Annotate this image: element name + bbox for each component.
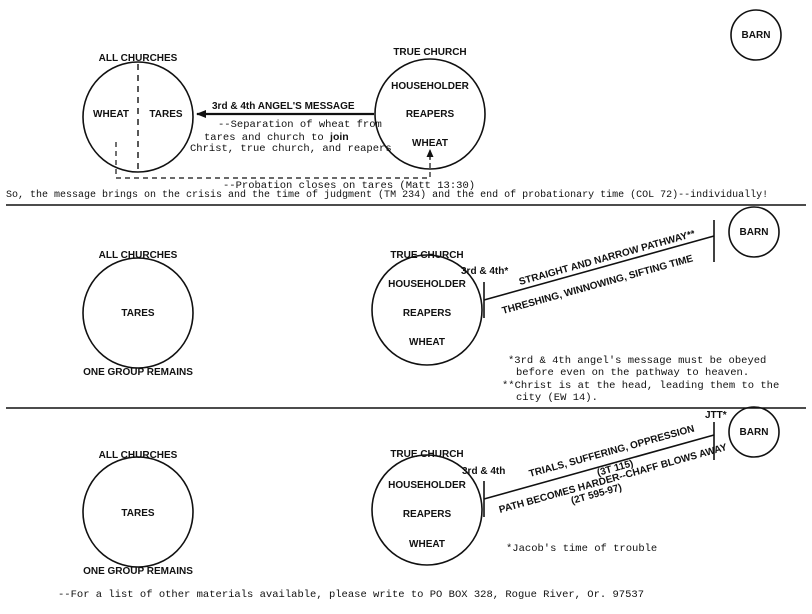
all-churches-label-2: ALL CHURCHES xyxy=(98,250,178,261)
reapers-label-1: REAPERS xyxy=(405,109,455,120)
footer-note: --For a list of other materials availabl… xyxy=(58,589,644,601)
separation-dashed-path xyxy=(115,142,431,179)
one-group-label-3: ONE GROUP REMAINS xyxy=(83,566,193,577)
all-churches-label-1: ALL CHURCHES xyxy=(98,53,178,64)
footnote-2-line1: **Christ is at the head, leading them to… xyxy=(502,380,780,392)
true-church-label-2: TRUE CHURCH xyxy=(390,250,464,261)
marker-label-3: 3rd & 4th xyxy=(462,466,506,477)
all-churches-label-3: ALL CHURCHES xyxy=(98,450,178,461)
all-churches-circle-1 xyxy=(82,61,194,173)
tares-label-2: TARES xyxy=(121,308,155,319)
true-church-circle-2 xyxy=(371,254,483,366)
tares-label-1: TARES xyxy=(149,109,183,120)
all-churches-circle-2 xyxy=(82,257,194,369)
barn-circle-2 xyxy=(728,206,780,258)
footnote-2-line2: city (EW 14). xyxy=(516,392,598,404)
all-churches-circle-3 xyxy=(82,456,194,568)
reapers-label-3: REAPERS xyxy=(402,509,452,520)
householder-label-2: HOUSEHOLDER xyxy=(388,279,466,290)
jtt-label: JTT* xyxy=(705,410,727,421)
separation-note-line3: Christ, true church, and reapers xyxy=(190,143,392,155)
barn-circle-top xyxy=(730,9,782,61)
marker-label-2: 3rd & 4th* xyxy=(461,266,509,277)
barn-label-2: BARN xyxy=(739,227,769,238)
angels-message-label: 3rd & 4th ANGEL'S MESSAGE xyxy=(212,101,355,112)
barn-circle-3 xyxy=(728,406,780,458)
true-church-circle-3 xyxy=(371,454,483,566)
wheat-label-1: WHEAT xyxy=(93,109,129,120)
summary-line: So, the message brings on the crisis and… xyxy=(6,190,769,201)
true-church-label-3: TRUE CHURCH xyxy=(390,449,464,460)
wheat-label-2: WHEAT xyxy=(409,337,445,348)
jacobs-trouble-footnote: *Jacob's time of trouble xyxy=(506,543,658,555)
probation-note: --Probation closes on tares (Matt 13:30) xyxy=(223,180,476,192)
reapers-label-2: REAPERS xyxy=(402,308,452,319)
wheat-label-3: WHEAT xyxy=(409,539,445,550)
wheat-in-true-label-1: WHEAT xyxy=(412,138,448,149)
barn-label-3: BARN xyxy=(739,427,769,438)
true-church-label-1: TRUE CHURCH xyxy=(393,47,467,58)
footnote-1-line1: *3rd & 4th angel's message must be obeye… xyxy=(508,355,767,367)
one-group-label-2: ONE GROUP REMAINS xyxy=(83,367,193,378)
householder-label-1: HOUSEHOLDER xyxy=(391,81,469,92)
pathway-line-3 xyxy=(483,434,715,500)
pathway-line-2 xyxy=(483,235,715,301)
tares-label-3: TARES xyxy=(121,508,155,519)
householder-label-3: HOUSEHOLDER xyxy=(388,480,466,491)
footnote-1-line2: before even on the pathway to heaven. xyxy=(516,367,750,379)
separation-note-line2: tares and church to join xyxy=(204,131,349,144)
true-church-circle-1 xyxy=(374,58,486,170)
separation-note-line1: --Separation of wheat from xyxy=(218,119,382,131)
barn-label-top: BARN xyxy=(741,30,771,41)
